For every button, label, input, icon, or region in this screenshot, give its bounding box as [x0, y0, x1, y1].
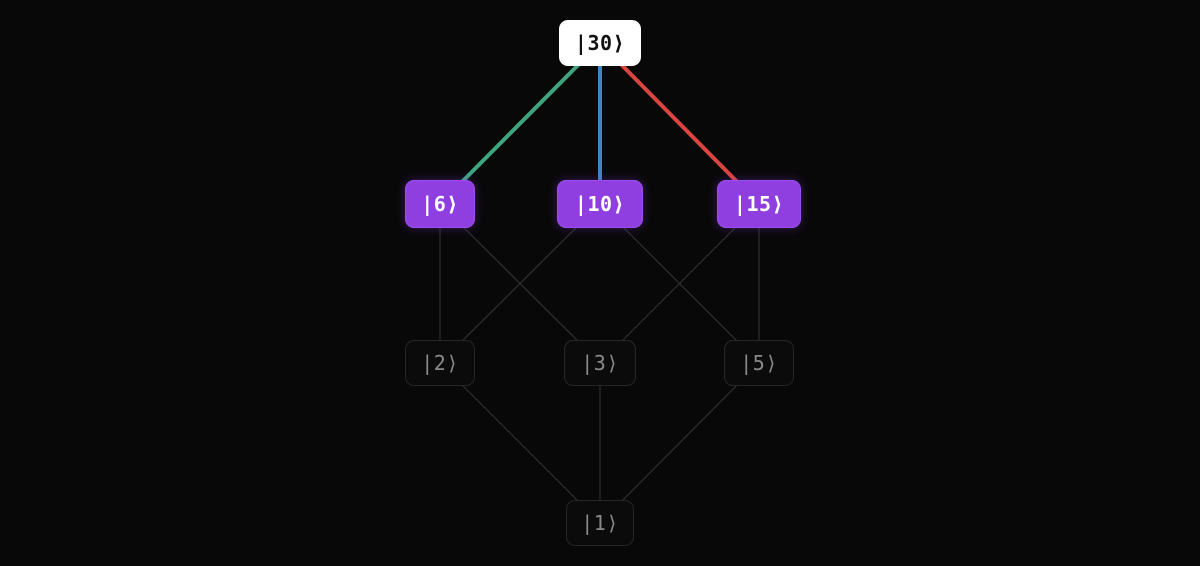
- edge-15-3: [599, 203, 760, 364]
- node-10[interactable]: |10⟩: [557, 180, 643, 228]
- node-30[interactable]: |30⟩: [559, 20, 641, 66]
- edge-5-1: [599, 362, 760, 524]
- edge-10-2: [439, 203, 601, 364]
- edge-30-6: [438, 41, 602, 206]
- node-6[interactable]: |6⟩: [405, 180, 475, 228]
- edge-30-15: [598, 41, 761, 206]
- edge-2-1: [439, 362, 601, 524]
- node-3[interactable]: |3⟩: [564, 340, 636, 386]
- node-15[interactable]: |15⟩: [717, 180, 801, 228]
- node-1[interactable]: |1⟩: [566, 500, 634, 546]
- node-2[interactable]: |2⟩: [405, 340, 475, 386]
- node-5[interactable]: |5⟩: [724, 340, 794, 386]
